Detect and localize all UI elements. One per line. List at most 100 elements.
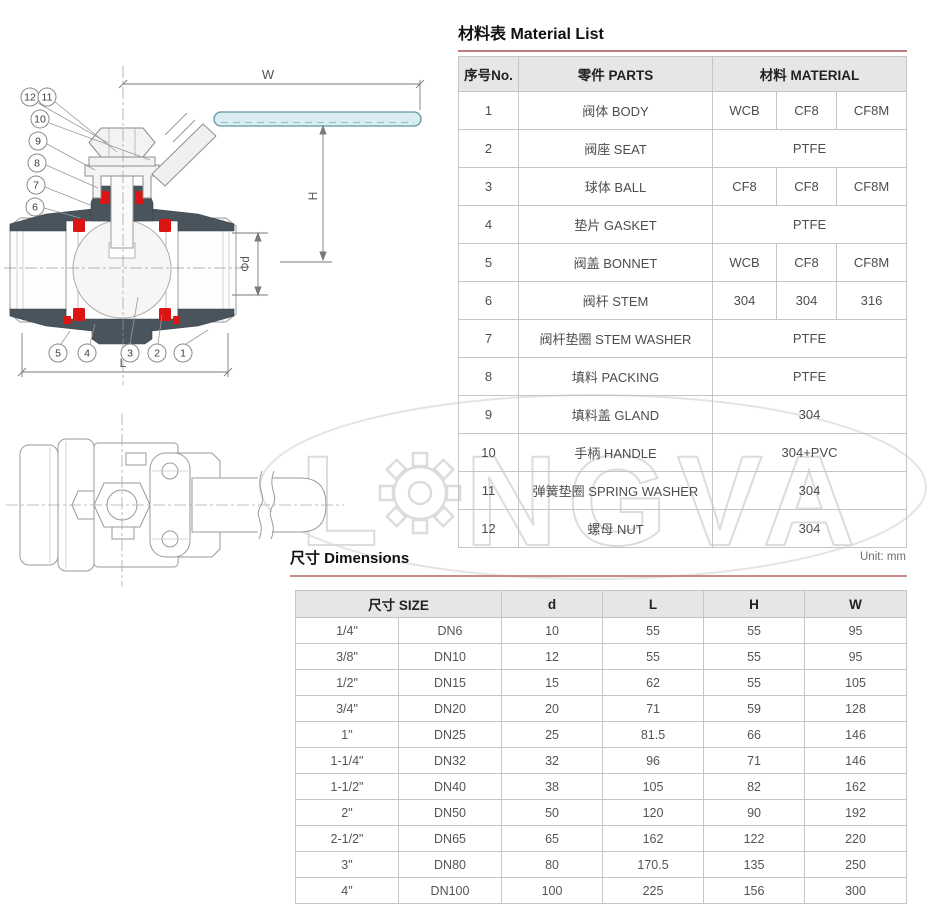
cell-size-dn: DN40 xyxy=(397,773,503,800)
cell-part: 螺母 NUT xyxy=(518,509,713,548)
cell-size-inch: 4" xyxy=(295,877,399,904)
cell-d: 100 xyxy=(501,877,604,904)
cell-material: 304 xyxy=(712,281,777,320)
cell-L: 105 xyxy=(602,773,705,800)
cell-W: 162 xyxy=(804,773,908,800)
callout-12: 12 xyxy=(20,87,40,107)
callout-5: 5 xyxy=(48,343,68,363)
cell-material: CF8M xyxy=(835,243,908,282)
cell-L: 96 xyxy=(602,747,705,774)
callout-10: 10 xyxy=(30,109,50,129)
table-row: 4" DN100 100 225 156 300 xyxy=(295,877,908,904)
cell-material: CF8 xyxy=(776,167,837,206)
cell-part: 球体 BALL xyxy=(518,167,713,206)
callout-7: 7 xyxy=(26,175,46,195)
cell-part: 阀体 BODY xyxy=(518,91,713,130)
dimensions-header-row: 尺寸 SIZE d L H W xyxy=(294,590,908,618)
cell-size-dn: DN6 xyxy=(397,617,503,644)
cell-part: 垫片 GASKET xyxy=(518,205,713,244)
cell-material: PTFE xyxy=(711,205,908,244)
cell-material: PTFE xyxy=(711,129,908,168)
cell-size-dn: DN25 xyxy=(397,721,503,748)
cell-size-dn: DN15 xyxy=(397,669,503,696)
cell-material: 304 xyxy=(711,395,908,434)
cell-W: 95 xyxy=(804,617,908,644)
cell-part: 手柄 HANDLE xyxy=(518,433,713,472)
table-row: 3" DN80 80 170.5 135 250 xyxy=(295,851,908,878)
cell-part: 阀盖 BONNET xyxy=(518,243,713,282)
unit-label: Unit: mm xyxy=(860,551,906,563)
cell-W: 300 xyxy=(804,877,908,904)
dim-w xyxy=(118,79,425,110)
cell-H: 66 xyxy=(703,721,806,748)
dimensions-title: 尺寸 Dimensions xyxy=(290,550,410,567)
dimensions-table: 尺寸 SIZE d L H W 1/4" DN6 10 55 55 95 3/8… xyxy=(294,590,908,904)
cell-L: 120 xyxy=(602,799,705,826)
cell-size-dn: DN50 xyxy=(397,799,503,826)
valve-section-drawing: W H Φd L 12 11 10 9 8 7 xyxy=(4,66,425,385)
cell-no: 9 xyxy=(458,395,519,434)
table-row: 2-1/2" DN65 65 162 122 220 xyxy=(295,825,908,852)
cell-size-dn: DN80 xyxy=(397,851,503,878)
cell-part: 阀杆垫圈 STEM WASHER xyxy=(518,319,713,358)
table-row: 4 垫片 GASKET PTFE xyxy=(458,205,908,244)
handle-bar xyxy=(213,111,422,127)
cell-H: 55 xyxy=(703,669,806,696)
material-header-row: 序号No. 零件 PARTS 材料 MATERIAL xyxy=(458,56,908,92)
svg-text:10: 10 xyxy=(34,114,46,126)
cell-no: 7 xyxy=(458,319,519,358)
cell-no: 2 xyxy=(458,129,519,168)
cell-no: 12 xyxy=(458,509,519,548)
svg-text:3: 3 xyxy=(127,348,133,360)
cell-part: 弹簧垫圈 SPRING WASHER xyxy=(518,471,713,510)
table-row: 1 阀体 BODY WCB CF8 CF8M xyxy=(458,91,908,130)
table-row: 1-1/2" DN40 38 105 82 162 xyxy=(295,773,908,800)
callout-8: 8 xyxy=(27,153,47,173)
cell-size-dn: DN20 xyxy=(397,695,503,722)
svg-text:7: 7 xyxy=(33,180,39,192)
table-row: 11 弹簧垫圈 SPRING WASHER 304 xyxy=(458,471,908,510)
header-material: 材料 MATERIAL xyxy=(711,56,908,92)
cell-size-dn: DN32 xyxy=(397,747,503,774)
cell-d: 12 xyxy=(501,643,604,670)
table-row: 3 球体 BALL CF8 CF8 CF8M xyxy=(458,167,908,206)
cell-H: 90 xyxy=(703,799,806,826)
header-no: 序号No. xyxy=(458,56,519,92)
svg-text:11: 11 xyxy=(42,92,53,104)
header-H: H xyxy=(703,590,806,618)
material-list-rule xyxy=(458,50,907,52)
svg-text:6: 6 xyxy=(32,202,38,214)
dim-w-label: W xyxy=(262,67,275,82)
header-L: L xyxy=(602,590,705,618)
cell-size-dn: DN100 xyxy=(397,877,503,904)
cell-H: 82 xyxy=(703,773,806,800)
top-hex-nut xyxy=(88,127,156,158)
cell-H: 135 xyxy=(703,851,806,878)
table-row: 1/4" DN6 10 55 55 95 xyxy=(295,617,908,644)
callout-9: 9 xyxy=(28,131,48,151)
callout-3: 3 xyxy=(120,343,140,363)
cell-size-dn: DN65 xyxy=(397,825,503,852)
cell-size-inch: 3/4" xyxy=(295,695,399,722)
cell-size-inch: 1-1/4" xyxy=(295,747,399,774)
table-row: 5 阀盖 BONNET WCB CF8 CF8M xyxy=(458,243,908,282)
cell-d: 20 xyxy=(501,695,604,722)
cell-material: WCB xyxy=(712,91,777,130)
cell-H: 122 xyxy=(703,825,806,852)
cell-d: 50 xyxy=(501,799,604,826)
cell-size-inch: 1-1/2" xyxy=(295,773,399,800)
svg-text:8: 8 xyxy=(34,158,40,170)
svg-text:1: 1 xyxy=(180,348,186,360)
table-row: 3/4" DN20 20 71 59 128 xyxy=(295,695,908,722)
table-row: 1-1/4" DN32 32 96 71 146 xyxy=(295,747,908,774)
cell-material: CF8M xyxy=(835,91,908,130)
cell-L: 170.5 xyxy=(602,851,705,878)
cell-d: 32 xyxy=(501,747,604,774)
table-row: 2 阀座 SEAT PTFE xyxy=(458,129,908,168)
cell-no: 3 xyxy=(458,167,519,206)
cell-part: 填料盖 GLAND xyxy=(518,395,713,434)
dim-d-label: Φd xyxy=(240,256,252,272)
callout-leaders xyxy=(37,101,209,345)
cell-L: 62 xyxy=(602,669,705,696)
